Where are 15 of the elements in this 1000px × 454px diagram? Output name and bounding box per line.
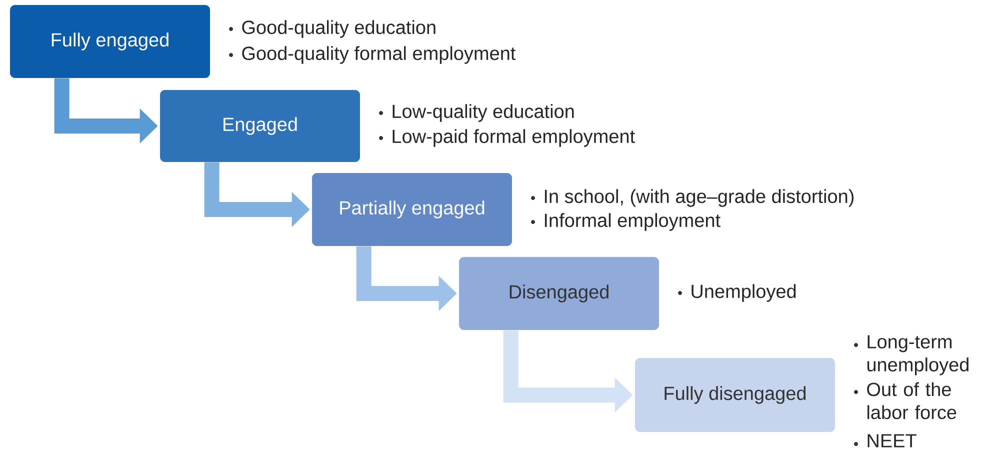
bullet-text: Out of the labor force xyxy=(867,382,956,420)
bullet-text: Long-term unemployed xyxy=(867,335,968,376)
stage-box: Fully disengaged xyxy=(635,358,835,432)
bullet-text: Unemployed xyxy=(692,284,796,302)
bullet-text: Good-quality formal employment xyxy=(242,46,516,64)
bullet-text: Informal employment xyxy=(544,213,720,231)
bullet-text: Low-quality education xyxy=(392,104,574,122)
bullet-text: NEET xyxy=(868,434,916,448)
bullet-text: In school, (with age–grade distortion) xyxy=(544,189,854,207)
bullet-text: Good-quality education xyxy=(242,20,436,38)
bullet-text: Low-paid formal employment xyxy=(392,129,635,147)
stage-box: Fully engaged xyxy=(10,5,210,78)
stage-box: Disengaged xyxy=(459,257,659,330)
stage-box: Partially engaged xyxy=(312,173,512,246)
stage-box: Engaged xyxy=(160,90,360,162)
